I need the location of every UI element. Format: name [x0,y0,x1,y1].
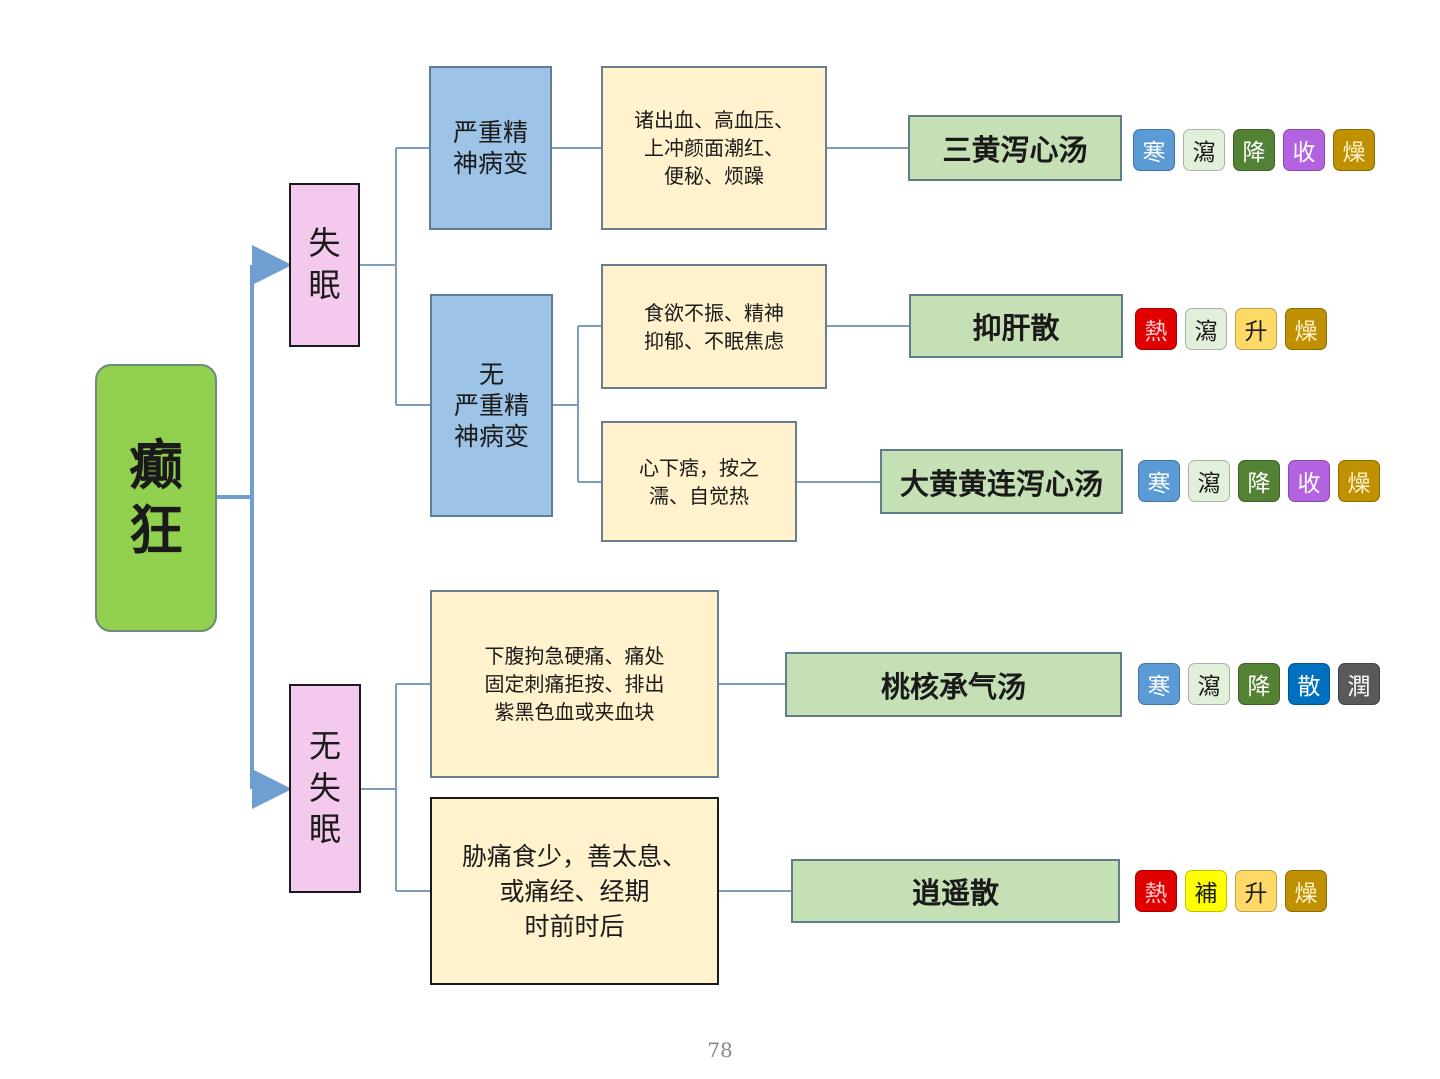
property-tag: 寒 [1138,663,1180,705]
formula-taohe-chengqi-tang: 桃核承气汤 [785,652,1122,717]
category-label: 失 眠 [308,224,341,304]
category-insomnia: 失 眠 [289,183,360,347]
tag-group: 熱補升燥 [1135,870,1327,912]
property-tag: 補 [1185,870,1227,912]
formula-dahuang-huanglian-xiexin-tang: 大黄黄连泻心汤 [880,449,1123,514]
page-number: 78 [707,1038,733,1062]
property-tag: 燥 [1285,308,1327,350]
formula-name: 逍遥散 [911,876,999,910]
category-label: 无 失 眠 [308,727,341,849]
formula-name: 三黄泻心汤 [942,133,1088,167]
subcategory-label: 严重精 神病变 [452,117,528,178]
property-tag: 散 [1288,663,1330,705]
property-tag: 降 [1233,129,1275,171]
symptom-box-3: 心下痞，按之 濡、自觉热 [601,421,797,542]
tag-group: 寒瀉降收燥 [1138,460,1380,502]
formula-yigan-san: 抑肝散 [909,294,1123,358]
symptom-text: 食欲不振、精神 抑郁、不眠焦虑 [644,300,784,353]
property-tag: 寒 [1133,129,1175,171]
symptom-box-2: 食欲不振、精神 抑郁、不眠焦虑 [601,264,827,389]
property-tag: 燥 [1338,460,1380,502]
property-tag: 寒 [1138,460,1180,502]
formula-xiaoyao-san: 逍遥散 [791,859,1120,923]
property-tag: 收 [1283,129,1325,171]
symptom-box-1: 诸出血、高血压、 上冲颜面潮红、 便秘、烦躁 [601,66,827,230]
category-no-insomnia: 无 失 眠 [289,684,361,893]
symptom-text: 胁痛食少，善太息、 或痛经、经期 时前时后 [461,841,687,941]
formula-sanhuang-xiexin-tang: 三黄泻心汤 [908,115,1122,181]
property-tag: 瀉 [1188,460,1230,502]
branch-connectors [359,147,910,892]
property-tag: 瀉 [1188,663,1230,705]
subcategory-severe-psychiatric: 严重精 神病变 [429,66,552,230]
root-node-dianKuang: 癫 狂 [95,364,217,632]
symptom-text: 诸出血、高血压、 上冲颜面潮红、 便秘、烦躁 [634,108,794,188]
symptom-box-5: 胁痛食少，善太息、 或痛经、经期 时前时后 [430,797,719,985]
property-tag: 升 [1235,308,1277,350]
root-connectors [216,245,292,809]
property-tag: 瀉 [1183,129,1225,171]
property-tag: 瀉 [1185,308,1227,350]
subcategory-no-severe-psychiatric: 无 严重精 神病变 [430,294,553,517]
formula-name: 大黄黄连泻心汤 [899,466,1103,501]
property-tag: 降 [1238,460,1280,502]
property-tag: 熱 [1135,308,1177,350]
root-label: 癫 狂 [129,433,183,562]
tag-group: 熱瀉升燥 [1135,308,1327,350]
property-tag: 燥 [1333,129,1375,171]
tag-group: 寒瀉降散潤 [1138,663,1380,705]
property-tag: 降 [1238,663,1280,705]
formula-name: 抑肝散 [972,311,1060,345]
property-tag: 收 [1288,460,1330,502]
symptom-box-4: 下腹拘急硬痛、痛处 固定刺痛拒按、排出 紫黑色血或夹血块 [430,590,719,778]
property-tag: 潤 [1338,663,1380,705]
symptom-text: 下腹拘急硬痛、痛处 固定刺痛拒按、排出 紫黑色血或夹血块 [484,644,665,724]
subcategory-label: 无 严重精 神病变 [453,359,529,452]
symptom-text: 心下痞，按之 濡、自觉热 [639,455,759,508]
formula-name: 桃核承气汤 [880,669,1026,704]
property-tag: 燥 [1285,870,1327,912]
property-tag: 熱 [1135,870,1177,912]
tag-group: 寒瀉降收燥 [1133,129,1375,171]
property-tag: 升 [1235,870,1277,912]
